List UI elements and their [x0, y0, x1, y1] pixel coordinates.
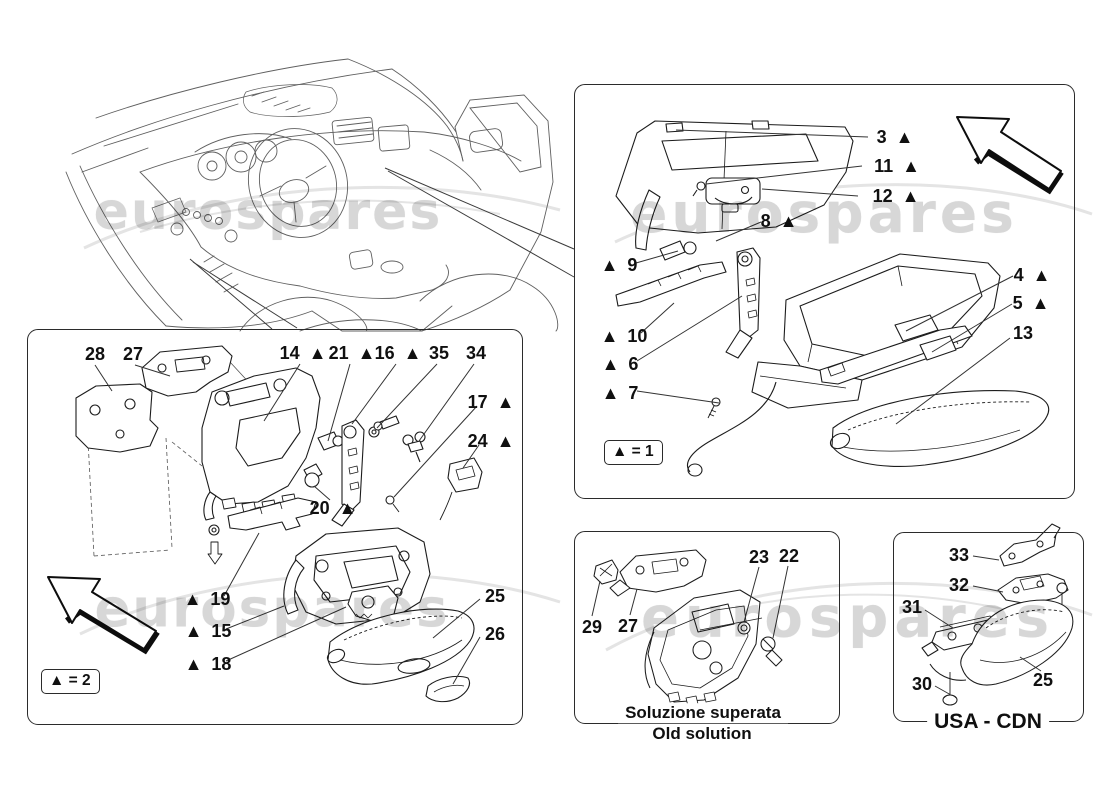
eurospares-watermark: eurospares — [93, 182, 443, 242]
part-label-13: 13 — [1012, 323, 1034, 343]
part-label-4: 4 ▲ — [1013, 265, 1051, 285]
part-label-7: ▲ 7 — [601, 383, 639, 403]
part-label-27: 27 — [617, 616, 639, 636]
part-label-20: 20 ▲ — [309, 498, 357, 518]
old-solution-caption-italian: Soluzione superata — [618, 703, 788, 723]
part-label-32: 32 — [948, 575, 970, 595]
part-label-21: 21 ▲ — [328, 343, 376, 363]
eurospares-watermark: eurospares — [630, 181, 1018, 245]
part-label-29: 29 — [581, 617, 603, 637]
part-label-33: 33 — [948, 545, 970, 565]
old-solution-detail-box — [574, 531, 840, 724]
part-label-10: ▲ 10 — [600, 326, 648, 346]
eurospares-watermark: eurospares — [640, 585, 1056, 651]
part-label-5: 5 ▲ — [1012, 293, 1050, 313]
eurospares-watermark: eurospares — [94, 578, 450, 640]
part-label-34: 34 — [465, 343, 487, 363]
part-label-6: ▲ 6 — [601, 354, 639, 374]
part-label-11: 11 ▲ — [874, 156, 920, 176]
glovebox-detail-box — [574, 84, 1075, 499]
part-label-25: 25 — [1032, 670, 1054, 690]
part-label-28: 28 — [84, 344, 106, 364]
part-label-17: 17 ▲ — [467, 392, 515, 412]
under-dash-detail-box — [27, 329, 523, 725]
part-label-30: 30 — [911, 674, 933, 694]
triangle-legend-2: ▲ = 2 — [41, 669, 100, 694]
part-label-16: 16 ▲ — [374, 343, 422, 363]
part-label-31: 31 — [901, 597, 923, 617]
part-label-9: ▲ 9 — [600, 255, 638, 275]
part-label-27: 27 — [122, 344, 144, 364]
part-label-23: 23 — [748, 547, 770, 567]
part-label-8: 8 ▲ — [760, 211, 798, 231]
old-solution-caption-english: Old solution — [652, 724, 752, 744]
part-label-19: ▲ 19 — [183, 589, 231, 609]
part-label-18: ▲ 18 — [184, 654, 232, 674]
part-label-26: 26 — [484, 624, 506, 644]
triangle-legend-1: ▲ = 1 — [604, 440, 663, 465]
part-label-25: 25 — [484, 586, 506, 606]
part-label-14: 14 ▲ — [279, 343, 327, 363]
part-label-3: 3 ▲ — [876, 127, 914, 147]
part-label-12: 12 ▲ — [872, 186, 920, 206]
part-label-15: ▲ 15 — [184, 621, 232, 641]
usa-cdn-caption: USA - CDN — [927, 709, 1049, 735]
part-label-24: 24 ▲ — [467, 431, 515, 451]
part-label-35: 35 — [428, 343, 450, 363]
part-label-22: 22 — [778, 546, 800, 566]
